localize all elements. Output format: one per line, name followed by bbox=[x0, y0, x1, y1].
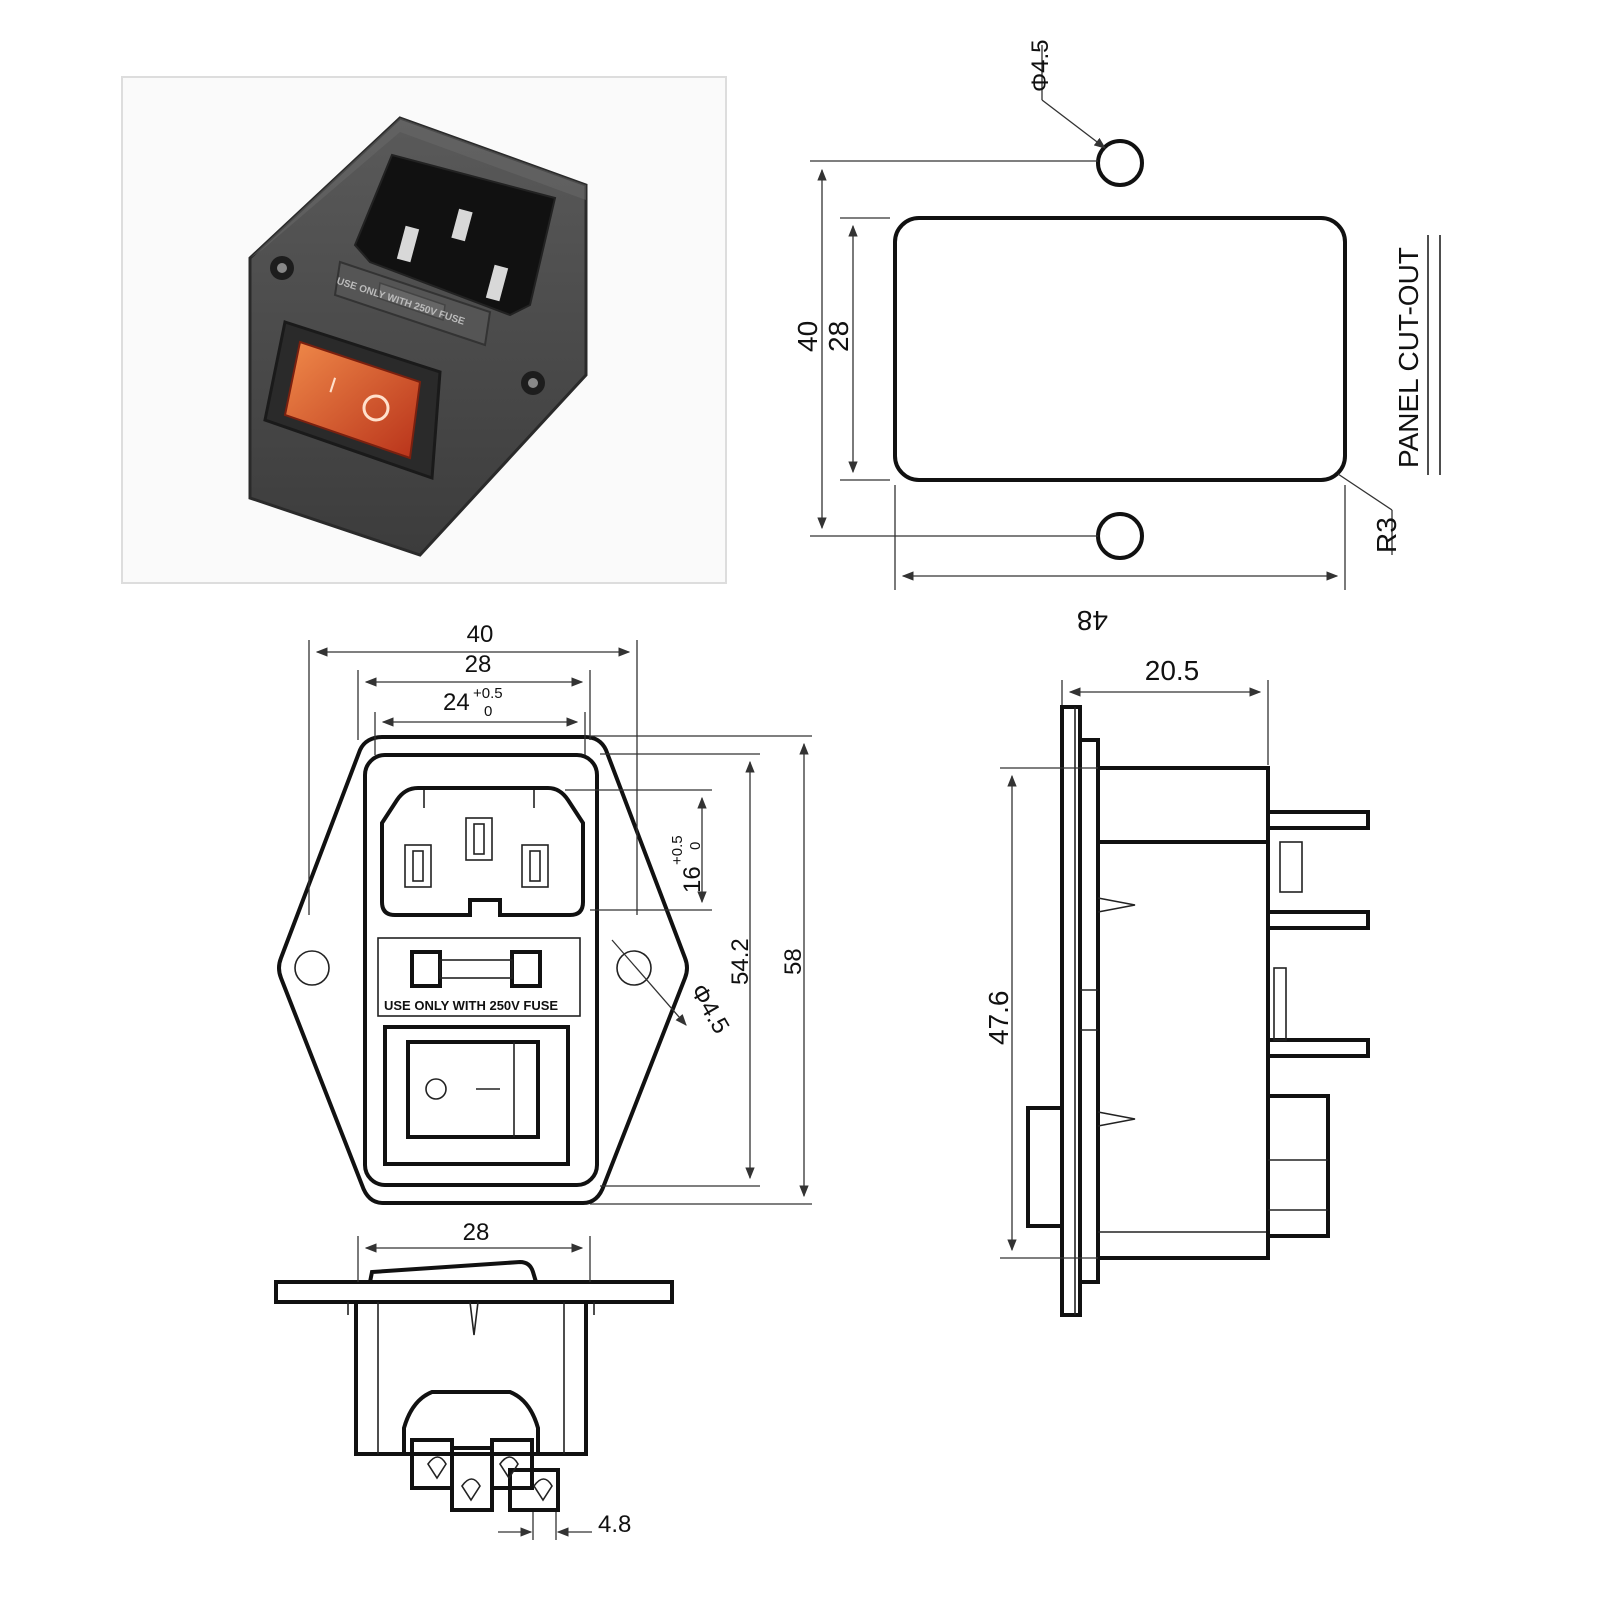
front-body bbox=[363, 753, 599, 1187]
cutout-hole-top bbox=[1096, 139, 1144, 187]
side-view: 20.5 47.6 bbox=[983, 655, 1370, 1317]
side-dim-20-5: 20.5 bbox=[1145, 655, 1200, 686]
front-dim-40: 40 bbox=[467, 621, 494, 648]
front-dim-24-tol-lower: 0 bbox=[484, 703, 492, 720]
cutout-hole-diameter: Φ4.5 bbox=[1027, 39, 1054, 92]
cutout-dim-28: 28 bbox=[823, 321, 854, 352]
front-rocker-switch bbox=[406, 1040, 540, 1139]
side-switch-projection bbox=[1026, 1106, 1064, 1228]
front-switch-bezel bbox=[383, 1025, 570, 1166]
front-dim-16-tol-upper: +0.5 bbox=[669, 835, 686, 865]
cutout-dim-40: 40 bbox=[792, 321, 823, 352]
front-dim-28: 28 bbox=[465, 651, 492, 678]
front-hole-diameter: Φ4.5 bbox=[685, 980, 735, 1039]
front-dim-58: 58 bbox=[780, 948, 807, 975]
bottom-body bbox=[354, 1300, 588, 1456]
front-fuse-holder bbox=[377, 937, 581, 1017]
front-dim-24-tol-upper: +0.5 bbox=[473, 685, 503, 702]
front-dim-16: 16 bbox=[679, 866, 706, 893]
side-dim-47-6: 47.6 bbox=[983, 991, 1014, 1046]
front-flange bbox=[277, 735, 689, 1205]
bottom-inlet bbox=[402, 1390, 540, 1454]
bottom-flange bbox=[274, 1280, 674, 1304]
bottom-rocker bbox=[368, 1259, 538, 1283]
front-dim-16-tol-lower: 0 bbox=[687, 842, 704, 850]
bottom-terminals bbox=[410, 1438, 560, 1512]
front-dim-24: 24 bbox=[443, 689, 470, 716]
photo-switch-mark-off bbox=[362, 394, 390, 422]
product-photo: USE ONLY WITH 250V FUSE I bbox=[121, 76, 727, 584]
front-hole-right bbox=[616, 950, 652, 986]
front-iec-inlet bbox=[380, 786, 585, 917]
front-view: USE ONLY WITH 250V FUSE Φ4.5 40 28 24 +0… bbox=[277, 621, 812, 1205]
front-dim-54-2: 54.2 bbox=[727, 938, 754, 985]
cutout-title: PANEL CUT-OUT bbox=[1393, 247, 1424, 468]
front-inlet-pins bbox=[404, 817, 549, 888]
cutout-dim-48: 48 bbox=[1077, 605, 1108, 636]
side-terminals bbox=[1266, 810, 1370, 1238]
cutout-hole-bottom bbox=[1096, 512, 1144, 560]
cutout-rectangle bbox=[893, 216, 1347, 482]
panel-cutout-view: Φ4.5 40 28 48 R3 PANEL CUT-OUT bbox=[792, 39, 1441, 636]
bottom-dim-4-8: 4.8 bbox=[598, 1511, 631, 1538]
bottom-view: 28 4.8 bbox=[274, 1219, 674, 1540]
side-flange bbox=[1060, 705, 1082, 1317]
photo-rocker-switch bbox=[283, 340, 422, 460]
bottom-dim-28: 28 bbox=[463, 1219, 490, 1246]
front-hole-left bbox=[294, 950, 330, 986]
front-fuse-label: USE ONLY WITH 250V FUSE bbox=[384, 998, 558, 1013]
cutout-radius: R3 bbox=[1371, 517, 1402, 553]
